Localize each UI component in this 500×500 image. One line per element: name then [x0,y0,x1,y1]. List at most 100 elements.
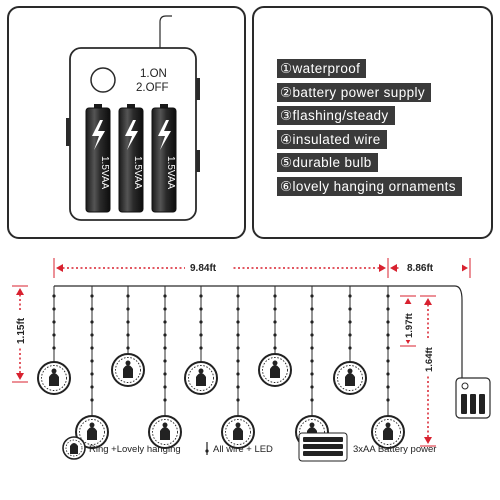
feature-number: ① [280,61,293,76]
legend-battery-text: 3xAA Battery power [353,444,437,455]
feature-number: ⑤ [280,155,293,170]
feature-text: battery power supply [292,84,426,100]
battery-1: 1.5VAA [85,104,111,213]
led-bulb [236,294,240,298]
led-bulb [310,320,314,324]
led-bulb [90,333,94,337]
switch-off-label: 2.OFF [136,82,169,94]
led-bulb [236,333,240,337]
ornament-figure [196,373,206,386]
ornament-ring-leds [337,365,363,391]
led-bulb [199,294,203,298]
feature-number: ⑥ [280,178,293,194]
led-bulb [386,320,390,324]
battery-2-label: 1.5VAA [132,156,143,189]
feature-item-insulated-wire: ④insulated wire [277,129,462,153]
led-bulb [348,320,352,324]
led-bulb [273,346,277,350]
height-ring-label: 1.15ft [16,317,27,344]
width-main-label: 9.84ft [190,263,217,274]
led-bulb [273,307,277,311]
led-bulb [52,346,56,350]
power-switch-button[interactable] [90,67,116,93]
ornament-figure-head [51,368,57,374]
battery-3-label: 1.5VAA [165,156,176,189]
led-bulb [273,333,277,337]
legend-ring-text: Ring +Lovely hanging [89,444,181,455]
led-bulb [236,398,240,402]
switch-on-label: 1.ON [140,68,167,80]
feature-number: ④ [280,131,293,147]
led-bulb [163,294,167,298]
led-bulb [386,359,390,363]
ornament-figure-head [125,360,131,366]
ornament-ring-leds [262,357,288,383]
led-bulb [310,346,314,350]
ornament-figure-head [162,422,168,428]
led-bulb [386,307,390,311]
led-bulb [163,359,167,363]
led-bulb [386,346,390,350]
led-bulb [199,307,203,311]
led-bulb [163,398,167,402]
ornament-ring-leds [375,419,401,445]
feature-text: waterproof [292,61,361,76]
ornament-ring-leds [115,357,141,383]
led-bulb [126,307,130,311]
light-strands [37,286,405,449]
battery-1-label: 1.5VAA [99,156,110,189]
ornament-figure-head [272,360,278,366]
led-bulb [126,333,130,337]
led-bulb [52,320,56,324]
feature-item-waterproof: ①waterproof [277,59,462,82]
led-bulb [126,346,130,350]
led-bulb [386,333,390,337]
led-bulb [90,398,94,402]
led-bulb [52,333,56,337]
feature-item-ornaments: ⑥lovely hanging ornaments [277,176,462,200]
ornament-ring-leds [79,419,105,445]
led-bulb [310,333,314,337]
led-bulb [236,372,240,376]
led-bulb [310,398,314,402]
ornament-ring-leds [225,419,251,445]
ornament-ring-leds [188,365,214,391]
led-bulb [348,333,352,337]
led-bulb [236,346,240,350]
ornament-figure [270,365,280,378]
battery-3: 1.5VAA [151,104,177,213]
led-bulb [90,359,94,363]
led-bulb [126,294,130,298]
ornament-figure [87,427,97,440]
ornament-figure-head [385,422,391,428]
ornament-figure-head [235,422,241,428]
led-bulb [310,307,314,311]
led-bulb [90,294,94,298]
led-bulb [163,372,167,376]
led-bulb [236,307,240,311]
legend-battery-icon [298,432,348,462]
ornament-figure [345,373,355,386]
ornament-figure-head [89,422,95,428]
led-bulb [90,346,94,350]
led-bulb [310,372,314,376]
led-bulb [199,320,203,324]
led-bulb [386,398,390,402]
ornament-ring-leds [41,365,67,391]
led-bulb [199,346,203,350]
led-bulb [273,320,277,324]
legend-ring-icon [62,436,86,460]
led-bulb [90,385,94,389]
led-bulb [52,307,56,311]
feature-text: durable bulb [292,155,372,170]
feature-item-flashing: ③flashing/steady [277,106,462,129]
led-bulb [163,307,167,311]
features-panel: ①waterproof ②battery power supply ③flash… [252,6,493,239]
ornament-figure-head [347,368,353,374]
feature-list: ①waterproof ②battery power supply ③flash… [277,59,462,200]
led-bulb [273,294,277,298]
feature-item-battery-power: ②battery power supply [277,82,462,106]
led-bulb [236,385,240,389]
small-battery-box [455,377,491,419]
ornament-figure [233,427,243,440]
